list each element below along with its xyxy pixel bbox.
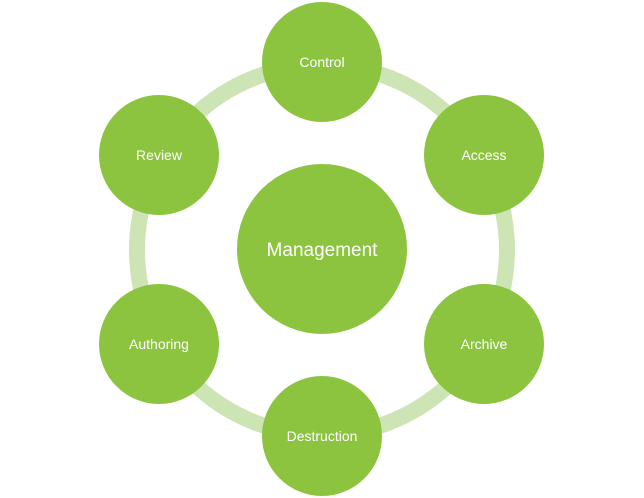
center-node-label: Management	[267, 240, 379, 261]
node-review-label: Review	[136, 147, 183, 163]
node-control-label: Control	[299, 54, 344, 70]
node-review-circle	[99, 95, 219, 215]
node-control-circle	[262, 2, 382, 122]
node-access: Access	[424, 95, 544, 215]
node-destruction-circle	[262, 376, 382, 496]
node-archive-label: Archive	[461, 336, 508, 352]
node-destruction: Destruction	[262, 376, 382, 496]
node-access-circle	[424, 95, 544, 215]
node-archive: Archive	[424, 284, 544, 404]
node-authoring-circle	[99, 284, 219, 404]
node-access-label: Access	[461, 147, 506, 163]
node-destruction-label: Destruction	[287, 428, 358, 444]
center-node: Management	[237, 164, 407, 334]
node-review: Review	[99, 95, 219, 215]
node-authoring: Authoring	[99, 284, 219, 404]
center-node-circle	[237, 164, 407, 334]
node-control: Control	[262, 2, 382, 122]
node-authoring-label: Authoring	[129, 336, 189, 352]
node-archive-circle	[424, 284, 544, 404]
